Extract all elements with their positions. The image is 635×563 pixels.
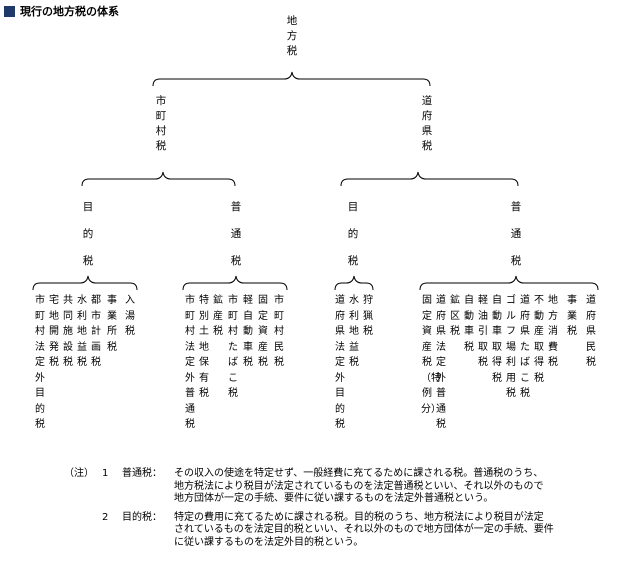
leaf-prefectural-general-11: 事業税: [567, 295, 577, 337]
municipal-general-tax-label: 普通税: [230, 201, 242, 267]
note-text: その収入の使途を特定せず、一般経費に充てるために課される税。普通税のうち、 地方…: [174, 468, 554, 506]
leaf-municipal-general-4: 市町村たばこ税: [228, 295, 238, 399]
leaf-municipal-general-3: 鉱産税: [213, 295, 223, 337]
note-term: 目的税：: [122, 511, 162, 523]
leaf-municipal-purpose-1: 市町村法定外目的税: [35, 295, 45, 430]
note-line: その収入の使途を特定せず、一般経費に充てるために課される税。普通税のうち、: [174, 468, 544, 479]
leaf-prefectural-purpose-1: 道府県法定外目的税: [335, 295, 345, 430]
note-line: されているものを法定目的税といい、それ以外のもので地方団体が一定の手続、要件: [174, 524, 554, 535]
leaf-prefectural-general-4: 自動車税: [464, 295, 474, 353]
leaf-municipal-purpose-4: 水利地益税: [77, 295, 87, 368]
prefectural-tax-label: 道府県税: [421, 95, 433, 152]
notes-prefix: （注）: [64, 468, 94, 479]
leaf-prefectural-general-12: 道府県民税: [586, 295, 596, 368]
prefectural-general-tax-label: 普通税: [510, 201, 522, 267]
leaf-municipal-purpose-2: 宅地開発税: [49, 295, 59, 368]
leaf-municipal-purpose-7: 入湯税: [125, 295, 135, 337]
root-node-label: 地方税: [286, 15, 298, 57]
note-number: 2: [102, 511, 109, 523]
leaf-municipal-general-2: 特別土地保有税: [199, 295, 209, 399]
note-line: 地方団体が一定の手続、要件に従い課するものを法定外普通税という。: [174, 493, 494, 504]
municipal-tax-label: 市町村税: [155, 95, 167, 152]
leaf-prefectural-general-2: 道府県法定外普通税: [436, 295, 446, 430]
leaf-prefectural-general-3: 鉱区税: [450, 295, 460, 337]
leaf-municipal-purpose-6: 事業所税: [107, 295, 117, 353]
note-number: 1: [102, 468, 109, 479]
prefectural-purpose-tax-label: 目的税: [347, 201, 359, 267]
leaf-municipal-purpose-3: 共同施設税: [63, 295, 73, 368]
note-2: 2 目的税： 特定の費用に充てるために課される税。目的税のうち、地方税法により税…: [64, 512, 554, 550]
leaf-prefectural-general-6: 自動車取得税: [492, 295, 502, 384]
note-term: 普通税：: [122, 468, 162, 479]
tree-brackets: [32, 71, 599, 291]
leaf-municipal-general-1: 市町村法定外普通税: [185, 295, 195, 430]
leaf-prefectural-general-5: 軽油引取税: [478, 295, 488, 368]
title-marker-icon: [4, 5, 15, 17]
leaf-prefectural-general-1: 固定資産税（特例分）: [421, 295, 441, 415]
note-line: 地方税法により税目が法定されているものを法定普通税といい、それ以外のもので: [174, 480, 544, 492]
municipal-purpose-tax-label: 目的税: [82, 201, 94, 267]
note-line: に従い課するものを法定外目的税という。: [174, 536, 364, 548]
leaf-municipal-general-7: 市町村民税: [274, 295, 284, 368]
title-text: 現行の地方税の体系: [20, 5, 119, 18]
leaf-prefectural-general-7: ゴルフ場利用税: [506, 295, 516, 399]
leaf-municipal-purpose-5: 都市計画税: [91, 295, 101, 368]
note-text: 特定の費用に充てるために課される税。目的税のうち、地方税法により税目が法定 され…: [174, 512, 554, 550]
leaf-prefectural-general-8: 道府県たばこ税: [520, 295, 530, 399]
leaf-prefectural-purpose-3: 狩猟税: [363, 295, 373, 337]
leaf-prefectural-general-9: 不動産取得税: [534, 295, 544, 384]
note-line: 特定の費用に充てるために課される税。目的税のうち、地方税法により税目が法定: [174, 511, 544, 523]
leaf-municipal-general-6: 固定資産税: [258, 295, 268, 368]
leaf-prefectural-general-10: 地方消費税: [548, 295, 558, 368]
note-1: （注） 1 普通税： その収入の使途を特定せず、一般経費に充てるために課される税…: [64, 468, 554, 506]
leaf-prefectural-purpose-2: 水利地益税: [349, 295, 359, 368]
notes-section: （注） 1 普通税： その収入の使途を特定せず、一般経費に充てるために課される税…: [64, 468, 554, 549]
leaf-municipal-general-5: 軽自動車税: [243, 295, 253, 368]
diagram-title: 現行の地方税の体系: [4, 3, 119, 19]
